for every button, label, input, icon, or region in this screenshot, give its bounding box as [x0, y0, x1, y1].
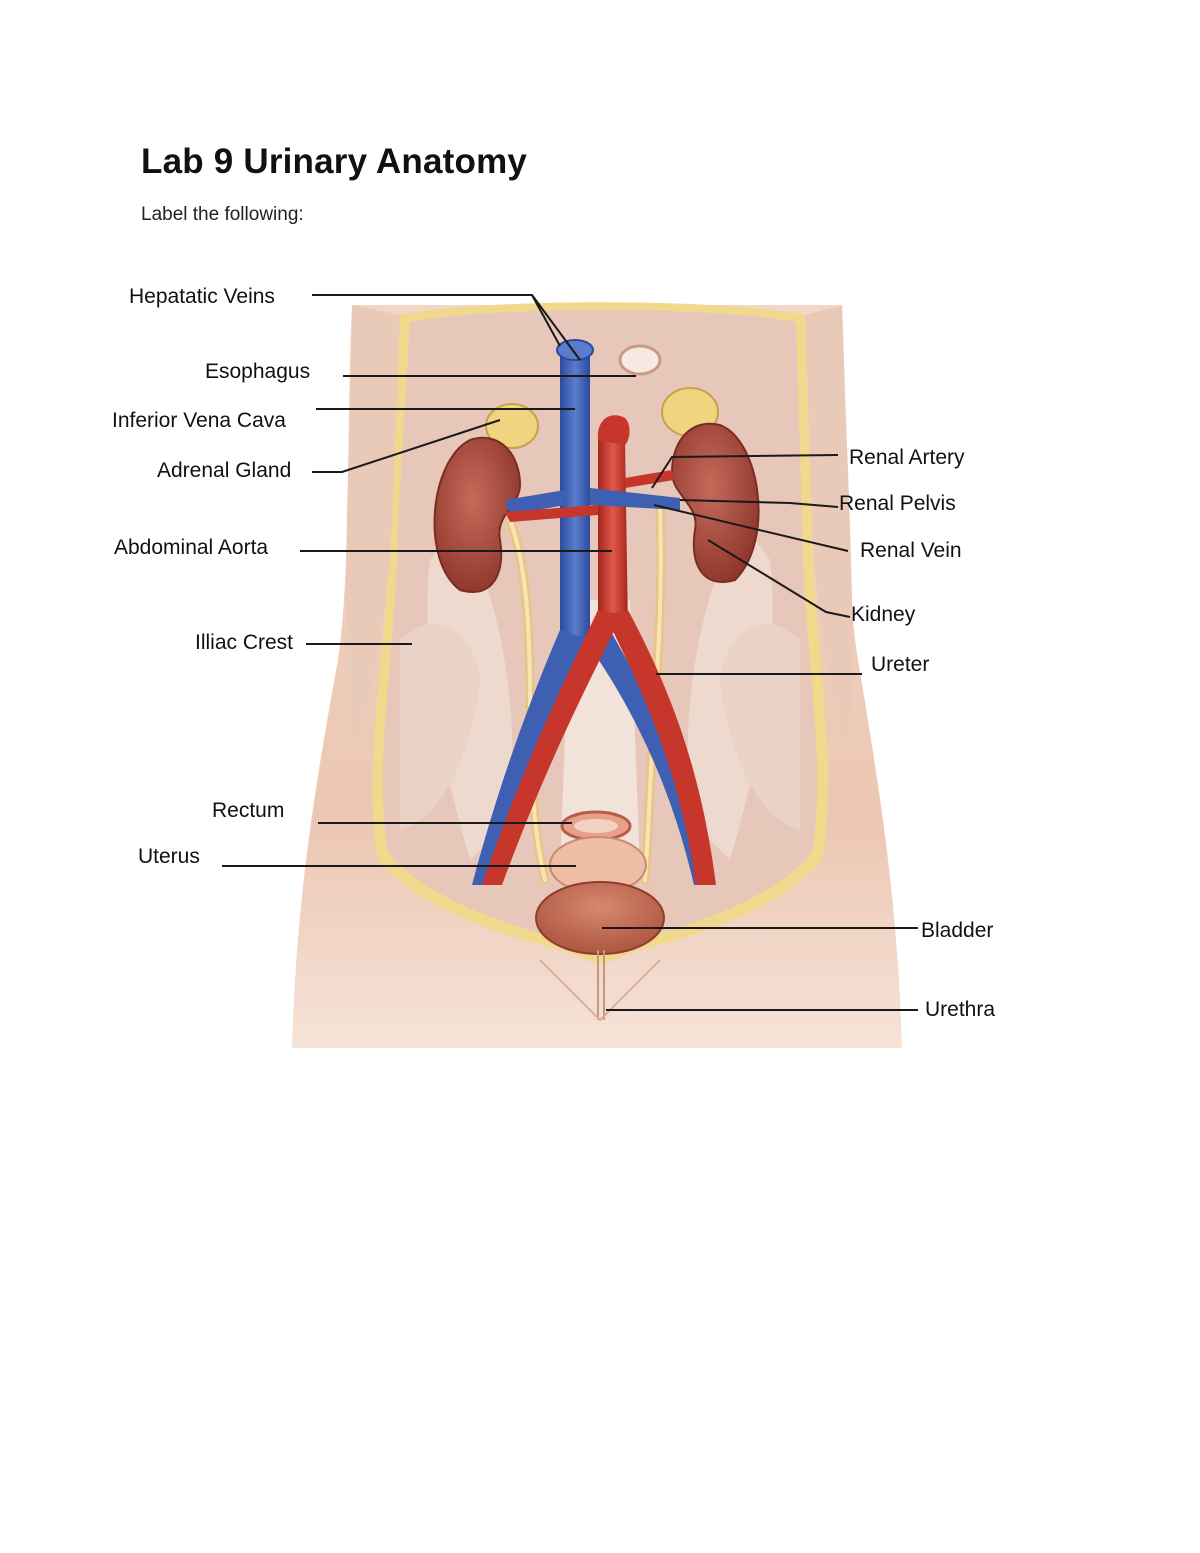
label-uterus: Uterus — [138, 845, 200, 868]
kidney-leader — [707, 539, 851, 618]
hepatic-vein-openings — [556, 339, 594, 361]
left-renal-artery — [505, 505, 598, 522]
right-common-iliac-vein — [585, 630, 712, 885]
pubic-region — [539, 959, 661, 1022]
esophagus-opening — [618, 344, 662, 376]
label-bladder: Bladder — [921, 919, 994, 942]
left-kidney — [433, 436, 522, 593]
inferior-vena-cava — [560, 345, 590, 650]
page-title: Lab 9 Urinary Anatomy — [141, 142, 528, 181]
label-abdominal-aorta: Abdominal Aorta — [114, 536, 269, 559]
label-iliac-crest: Illiac Crest — [195, 631, 294, 654]
leader-lines — [222, 294, 918, 1011]
right-abdominal-wall — [805, 305, 853, 760]
aortic-arch-top — [597, 415, 630, 445]
instruction-text: Label the following: — [141, 204, 304, 225]
label-kidney: Kidney — [851, 603, 916, 626]
left-adrenal-gland — [485, 403, 539, 449]
urethra — [597, 950, 605, 1020]
right-common-iliac-artery — [605, 610, 716, 885]
left-common-iliac-artery — [482, 610, 622, 885]
renal-artery-leader — [651, 454, 839, 489]
label-rectum: Rectum — [212, 799, 285, 822]
right-renal-vein — [590, 488, 680, 510]
bladder — [535, 881, 665, 955]
label-renal-pelvis: Renal Pelvis — [839, 492, 956, 515]
label-renal-artery: Renal Artery — [849, 446, 965, 469]
abdominal-aorta — [598, 440, 628, 630]
right-iliac-muscle — [720, 623, 800, 830]
left-abdominal-wall — [345, 305, 400, 760]
adrenal-gland-leader — [312, 419, 501, 473]
label-renal-vein: Renal Vein — [860, 539, 962, 562]
hepatic-veins-leader-2 — [531, 294, 581, 361]
label-inferior-vena-cava: Inferior Vena Cava — [112, 409, 286, 432]
label-hepatic-veins: Hepatatic Veins — [129, 285, 275, 308]
rectum-lumen — [574, 819, 618, 833]
label-urethra: Urethra — [925, 998, 996, 1021]
renal-vein-leader — [653, 504, 849, 552]
label-ureter: Ureter — [871, 653, 930, 676]
label-esophagus: Esophagus — [205, 360, 311, 383]
left-iliac-muscle — [400, 623, 480, 830]
label-adrenal-gland: Adrenal Gland — [157, 459, 292, 482]
left-ureter-highlight — [508, 518, 547, 882]
left-renal-vein — [505, 490, 565, 515]
renal-pelvis-leader — [679, 499, 839, 508]
right-kidney — [670, 422, 760, 583]
